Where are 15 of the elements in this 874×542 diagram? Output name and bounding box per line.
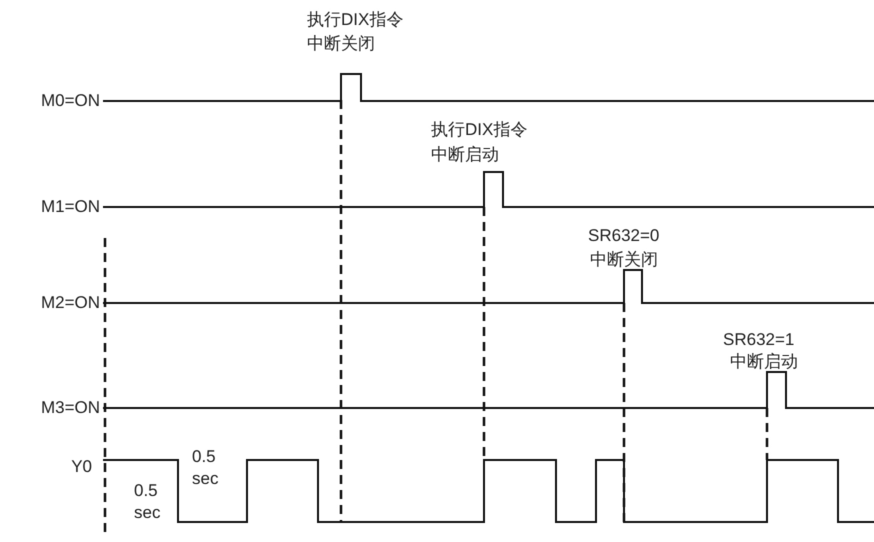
annotation-text: 中断启动 [730, 352, 798, 372]
signal-label: M1=ON [40, 197, 100, 217]
annotation-text: 中断启动 [431, 145, 499, 165]
annotation-text: SR632=1 [723, 330, 794, 350]
time-label: 0.5 sec [134, 480, 162, 524]
signal-label: M0=ON [40, 91, 100, 111]
time-label: 0.5 sec [192, 446, 220, 490]
signal-label: M2=ON [40, 293, 100, 313]
annotation-text: 中断关闭 [590, 250, 658, 270]
annotation-text: 执行DIX指令 [431, 120, 528, 140]
annotation-text: 中断关闭 [307, 34, 375, 54]
signal-label: Y0 [70, 457, 92, 477]
signal-label: M3=ON [40, 398, 100, 418]
annotation-text: 执行DIX指令 [307, 10, 404, 30]
annotation-text: SR632=0 [588, 226, 660, 246]
